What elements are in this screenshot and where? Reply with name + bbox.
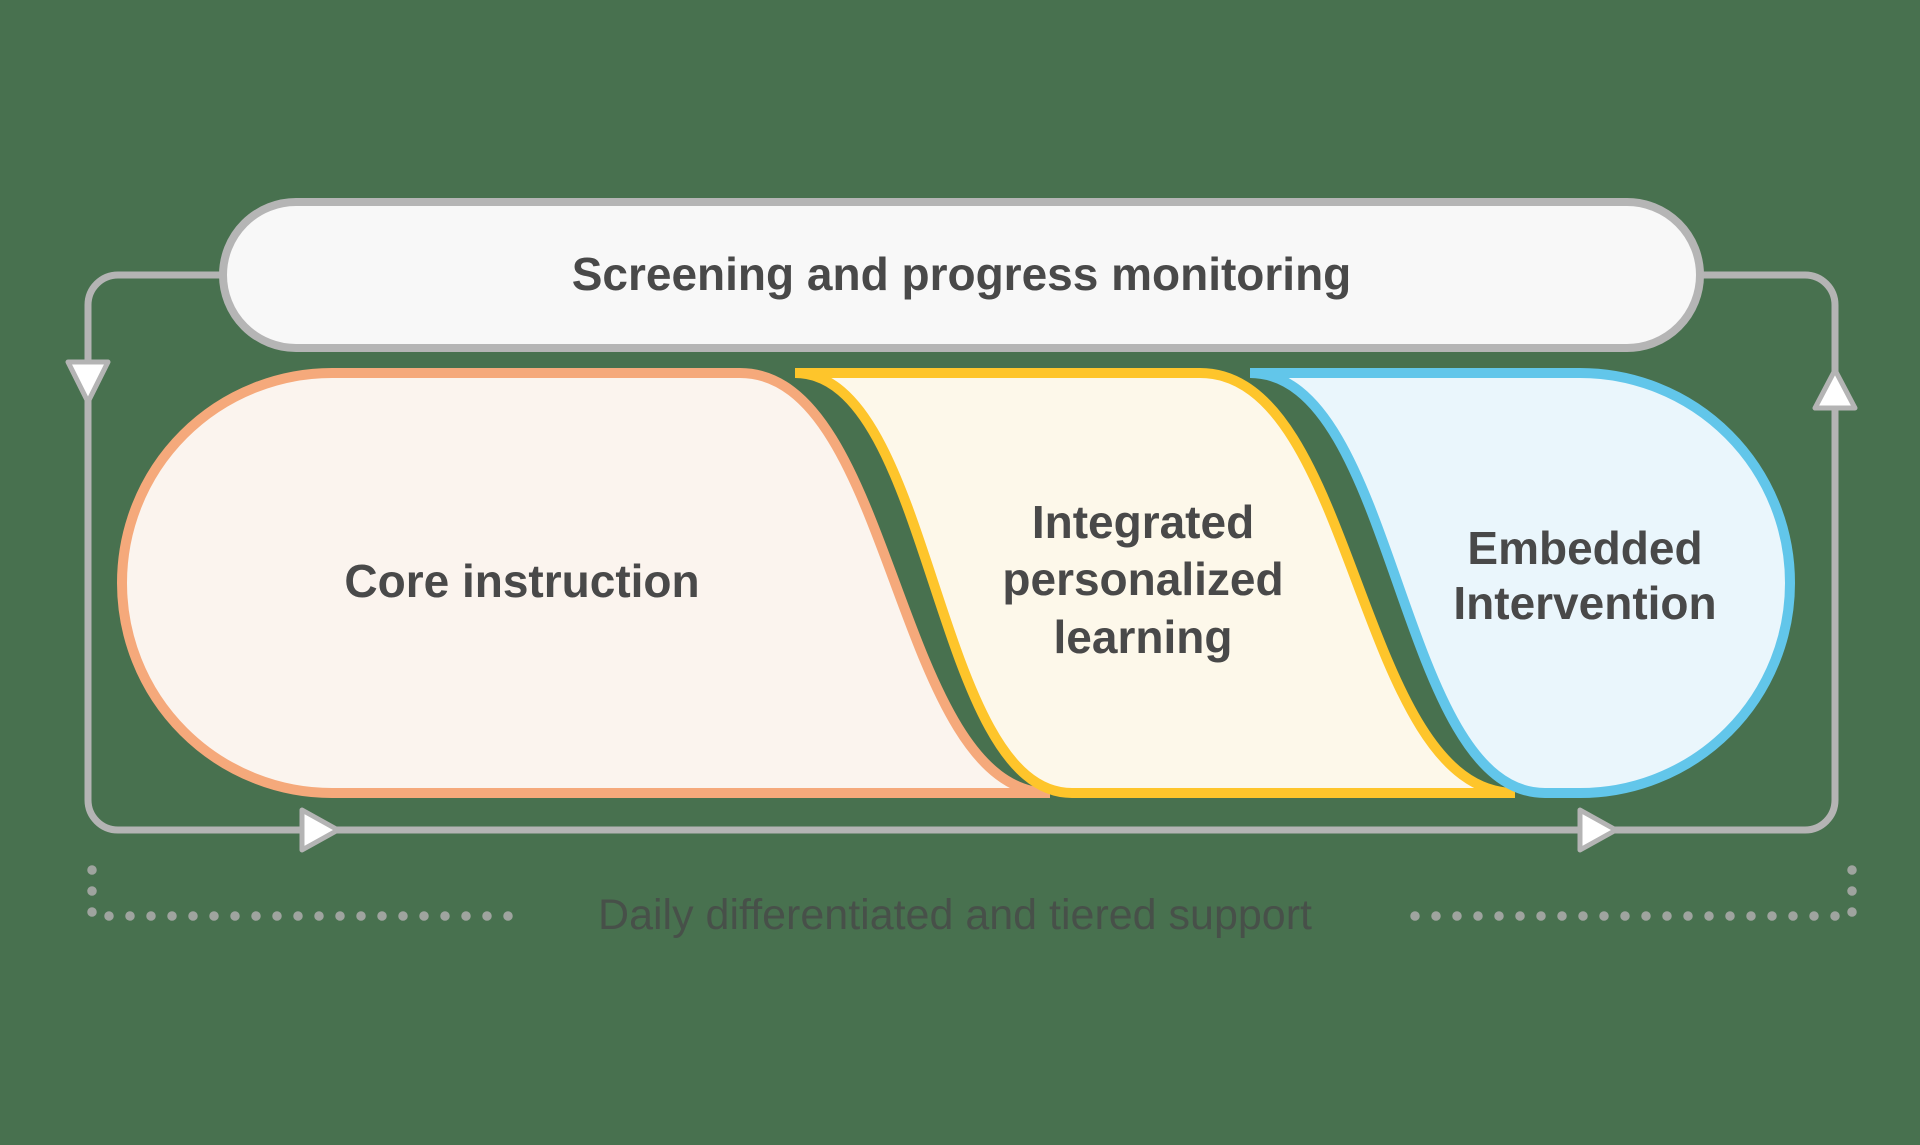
loop-arrowhead-down-icon	[65, 359, 111, 405]
loop-arrowhead-up-icon	[1812, 367, 1858, 411]
card-label-integrated-personalized-learning: Integrated personalized learning	[1002, 496, 1284, 663]
card-shape-integrated-personalized-learning	[794, 368, 1516, 798]
screening-pill-label: Screening and progress monitoring	[571, 248, 1352, 301]
dotted-baseline-right	[1407, 865, 1857, 921]
screening-pill-shape	[219, 198, 1704, 352]
loop-arrowhead-right-right-icon	[1577, 807, 1619, 853]
card-shape-core-instruction	[117, 368, 1051, 798]
card-shape-embedded-intervention	[1249, 368, 1795, 798]
cycle-loop-line	[84, 271, 1839, 834]
card-label-core-instruction: Core instruction	[344, 555, 700, 608]
daily-support-label: Daily differentiated and tiered support	[598, 891, 1312, 940]
loop-arrowhead-right-left-icon	[299, 807, 341, 853]
dotted-baseline-left	[87, 865, 525, 921]
card-label-embedded-intervention: Embedded Intervention	[1453, 521, 1717, 629]
